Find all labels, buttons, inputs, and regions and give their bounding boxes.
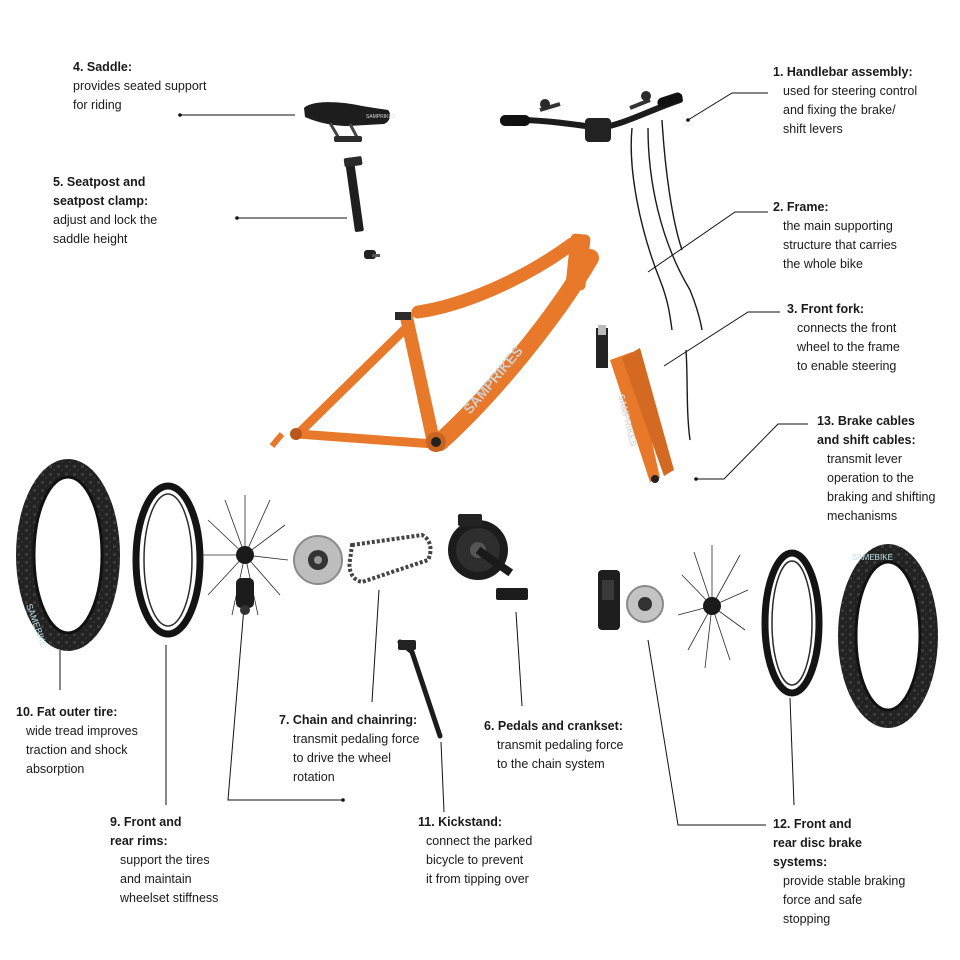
frame-brand: SAMPRIKES xyxy=(460,343,526,417)
callout-desc: transmit pedaling force to the chain sys… xyxy=(497,738,624,771)
front-fat-tire xyxy=(838,544,938,728)
leader-handlebar xyxy=(687,92,768,121)
callout-kickstand: 11. Kickstand: connect the parked bicycl… xyxy=(418,813,532,889)
callout-rims: 9. Front and rear rims: support the tire… xyxy=(110,813,218,908)
callout-desc: adjust and lock the saddle height xyxy=(53,213,158,246)
callout-desc: provides seated support for riding xyxy=(73,79,207,112)
callout-title: 3. Front fork: xyxy=(787,302,865,316)
leader-kickstand xyxy=(440,741,445,813)
front-brake-caliper xyxy=(598,570,620,630)
callout-desc: provide stable braking force and safe st… xyxy=(783,874,906,926)
callout-desc: support the tires and maintain wheelset … xyxy=(120,853,219,905)
saddle xyxy=(304,102,391,142)
callout-title: 11. Kickstand: xyxy=(418,815,503,829)
seatpost-clamp xyxy=(364,250,380,259)
brake-and-shift-cables xyxy=(630,119,703,441)
rear-disc-rotor xyxy=(293,535,343,585)
leader-handlebar-dot xyxy=(686,118,690,122)
seatpost xyxy=(343,156,364,232)
callout-saddle: 4. Saddle: provides seated support for r… xyxy=(73,58,206,115)
callout-title: 7. Chain and chainring: xyxy=(279,713,418,727)
callout-title: 6. Pedals and crankset: xyxy=(484,719,623,733)
leader-fork xyxy=(663,311,780,367)
leader-cables-dot xyxy=(694,477,698,481)
leader-cables xyxy=(696,423,808,480)
rear-fat-tire xyxy=(16,459,120,651)
callout-desc: the main supporting structure that carri… xyxy=(783,219,897,271)
callout-title: 10. Fat outer tire: xyxy=(16,705,118,719)
callout-seatpost: 5. Seatpost and seatpost clamp: adjust a… xyxy=(53,173,157,249)
callout-desc: transmit lever operation to the braking … xyxy=(827,452,936,523)
callout-desc: transmit pedaling force to drive the whe… xyxy=(293,732,420,784)
callout-title: 1. Handlebar assembly: xyxy=(773,65,913,79)
leader-seatpost-dot xyxy=(235,216,239,220)
rear-hub xyxy=(236,546,254,564)
callout-pedals: 6. Pedals and crankset: transmit pedalin… xyxy=(484,717,623,774)
callout-fork: 3. Front fork: connects the front wheel … xyxy=(787,300,900,376)
leader-frame xyxy=(647,211,768,273)
front-hub xyxy=(703,597,721,615)
callout-handlebar: 1. Handlebar assembly: used for steering… xyxy=(773,63,917,139)
callout-chain: 7. Chain and chainring: transmit pedalin… xyxy=(279,711,419,787)
chain xyxy=(347,532,433,585)
callout-title: 5. Seatpost and seatpost clamp: xyxy=(53,175,149,208)
handlebar-assembly xyxy=(500,91,683,142)
front-rim xyxy=(761,549,823,697)
callout-disc: 12. Front and rear disc brake systems: p… xyxy=(773,815,905,929)
crankset xyxy=(448,514,528,600)
frame xyxy=(269,233,599,452)
saddle-brand: SAMPRIKES xyxy=(366,114,396,120)
leader-front-rim xyxy=(789,697,795,806)
leader-rear-hub xyxy=(227,606,343,801)
leader-saddle-dot xyxy=(178,113,182,117)
callout-desc: connects the front wheel to the frame to… xyxy=(797,321,900,373)
leader-pedals xyxy=(515,611,523,707)
callout-title: 2. Frame: xyxy=(773,200,829,214)
leader-chain xyxy=(371,589,380,703)
callout-title: 9. Front and rear rims: xyxy=(110,815,182,848)
front-disc-rotor xyxy=(626,585,664,623)
tire-brand-right: SAMEBIKE xyxy=(852,553,893,562)
callout-desc: wide tread improves traction and shock a… xyxy=(26,724,138,776)
front-fork xyxy=(596,325,674,483)
leader-rear-hub-dot xyxy=(341,798,345,802)
leader-disc xyxy=(647,639,766,826)
callout-frame: 2. Frame: the main supporting structure … xyxy=(773,198,897,274)
rear-derailleur xyxy=(236,578,254,615)
callout-desc: used for steering control and fixing the… xyxy=(783,84,918,136)
callout-cables: 13. Brake cables and shift cables: trans… xyxy=(817,412,935,526)
rear-rim xyxy=(132,482,204,638)
callout-desc: connect the parked bicycle to prevent it… xyxy=(426,834,533,886)
callout-title: 4. Saddle: xyxy=(73,60,133,74)
callout-title: 12. Front and rear disc brake systems: xyxy=(773,817,862,869)
callout-tire: 10. Fat outer tire: wide tread improves … xyxy=(16,703,138,779)
kickstand xyxy=(397,639,443,739)
callout-title: 13. Brake cables and shift cables: xyxy=(817,414,916,447)
leader-lines xyxy=(59,92,808,826)
